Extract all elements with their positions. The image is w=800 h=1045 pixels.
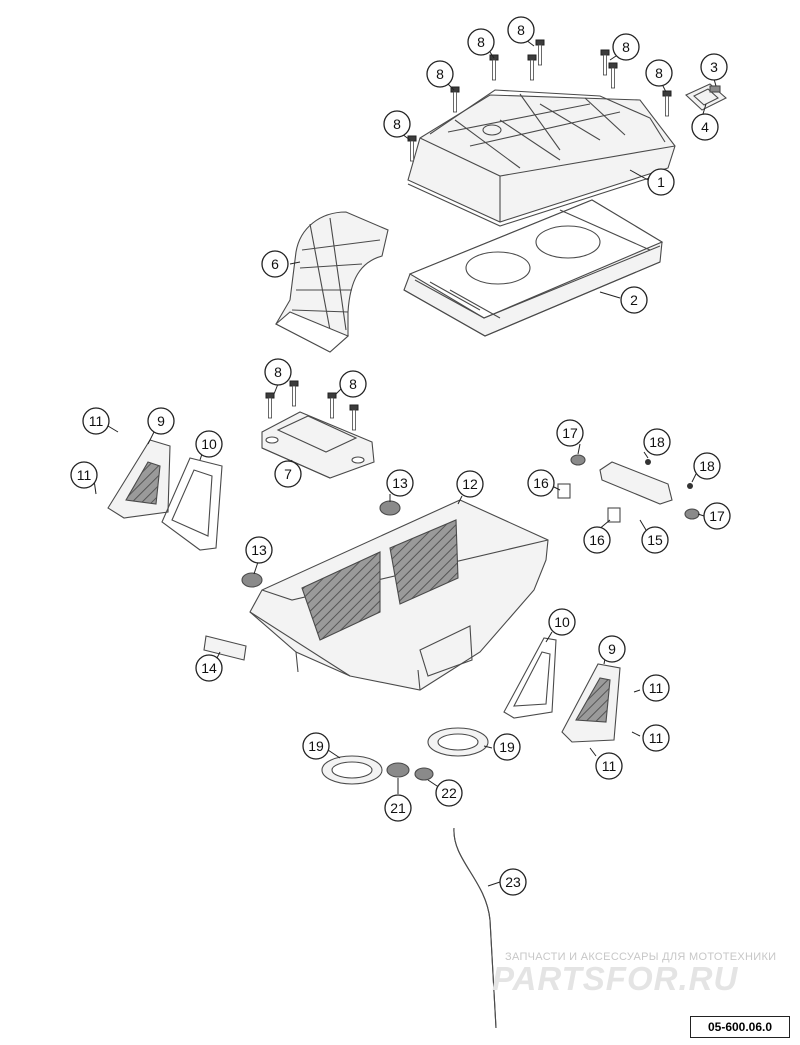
svg-text:17: 17 <box>709 508 725 524</box>
svg-text:11: 11 <box>89 413 104 429</box>
plate-part <box>685 83 727 111</box>
callout-7: 7 <box>274 460 302 488</box>
callout-3: 3 <box>700 53 728 81</box>
svg-text:11: 11 <box>649 680 664 696</box>
svg-text:8: 8 <box>622 39 630 55</box>
svg-text:8: 8 <box>436 66 444 82</box>
callout-23: 23 <box>499 868 527 896</box>
watermark-tagline: ЗАПЧАСТИ И АКСЕССУАРЫ ДЛЯ МОТОТЕХНИКИ <box>505 951 777 963</box>
callout-8: 8 <box>339 370 367 398</box>
callout-labels: 8 8 8 8 8 8 3 4 1 6 2 8 8 7 11 9 10 11 1… <box>70 16 731 896</box>
callout-11: 11 <box>642 724 670 752</box>
callout-11: 11 <box>595 752 623 780</box>
callout-10: 10 <box>195 430 223 458</box>
callout-2: 2 <box>620 286 648 314</box>
left-cover-parts <box>107 439 223 551</box>
svg-text:8: 8 <box>393 116 401 132</box>
svg-text:11: 11 <box>77 467 92 483</box>
svg-text:19: 19 <box>499 739 515 755</box>
svg-text:18: 18 <box>699 458 715 474</box>
callout-21: 21 <box>384 794 412 822</box>
callout-11: 11 <box>642 674 670 702</box>
callout-13: 13 <box>386 469 414 497</box>
intake-flange-part <box>261 411 375 479</box>
callout-11: 11 <box>82 407 110 435</box>
callout-18: 18 <box>693 452 721 480</box>
bracket-parts <box>557 454 700 523</box>
callout-18: 18 <box>643 428 671 456</box>
seal-parts <box>321 727 489 785</box>
rubber-strip-part <box>203 635 247 661</box>
airbox-cover-part <box>407 89 676 227</box>
callout-1: 1 <box>647 168 675 196</box>
airbox-housing-part <box>249 499 549 691</box>
callout-8: 8 <box>507 16 535 44</box>
svg-text:12: 12 <box>462 476 478 492</box>
callout-17: 17 <box>703 502 731 530</box>
svg-text:3: 3 <box>710 59 718 75</box>
svg-text:14: 14 <box>201 660 217 676</box>
callout-9: 9 <box>598 635 626 663</box>
svg-text:22: 22 <box>441 785 457 801</box>
svg-text:18: 18 <box>649 434 665 450</box>
svg-text:9: 9 <box>157 413 165 429</box>
svg-text:10: 10 <box>554 614 570 630</box>
svg-text:11: 11 <box>602 758 617 774</box>
svg-text:11: 11 <box>649 730 664 746</box>
callout-13: 13 <box>245 536 273 564</box>
callout-15: 15 <box>641 526 669 554</box>
svg-text:6: 6 <box>271 256 279 272</box>
callout-9: 9 <box>147 407 175 435</box>
svg-text:10: 10 <box>201 436 217 452</box>
svg-text:15: 15 <box>647 532 663 548</box>
callout-14: 14 <box>195 654 223 682</box>
svg-text:13: 13 <box>392 475 408 491</box>
callout-12: 12 <box>456 470 484 498</box>
callout-8: 8 <box>383 110 411 138</box>
svg-text:8: 8 <box>655 65 663 81</box>
watermark-brand: PARTSFOR.RU <box>492 960 739 997</box>
callout-17: 17 <box>556 419 584 447</box>
callout-8: 8 <box>264 358 292 386</box>
callout-8: 8 <box>467 28 495 56</box>
svg-text:21: 21 <box>390 800 406 816</box>
callout-11: 11 <box>70 461 98 489</box>
svg-text:19: 19 <box>308 738 324 754</box>
svg-text:8: 8 <box>349 376 357 392</box>
svg-text:2: 2 <box>630 292 638 308</box>
callout-6: 6 <box>261 250 289 278</box>
callout-22: 22 <box>435 779 463 807</box>
svg-text:8: 8 <box>517 22 525 38</box>
svg-text:8: 8 <box>274 364 282 380</box>
callout-10: 10 <box>548 608 576 636</box>
svg-text:13: 13 <box>251 542 267 558</box>
svg-text:9: 9 <box>608 641 616 657</box>
right-cover-parts <box>503 637 621 743</box>
svg-text:23: 23 <box>505 874 521 890</box>
callout-8: 8 <box>426 60 454 88</box>
air-filter-part <box>403 199 664 337</box>
svg-text:8: 8 <box>477 34 485 50</box>
callout-19: 19 <box>493 733 521 761</box>
drain-hose-part <box>453 827 497 1029</box>
callout-8: 8 <box>645 59 673 87</box>
grommet-parts <box>241 500 401 588</box>
callout-19: 19 <box>302 732 330 760</box>
callout-16: 16 <box>527 469 555 497</box>
document-code-label: 05-600.06.0 <box>690 1016 790 1038</box>
callout-16: 16 <box>583 526 611 554</box>
svg-text:16: 16 <box>589 532 605 548</box>
svg-text:16: 16 <box>533 475 549 491</box>
svg-text:7: 7 <box>284 466 292 482</box>
callout-4: 4 <box>691 113 719 141</box>
callout-8: 8 <box>612 33 640 61</box>
svg-text:17: 17 <box>562 425 578 441</box>
svg-text:4: 4 <box>701 119 709 135</box>
intake-boot-part <box>275 211 389 353</box>
svg-text:1: 1 <box>657 174 665 190</box>
